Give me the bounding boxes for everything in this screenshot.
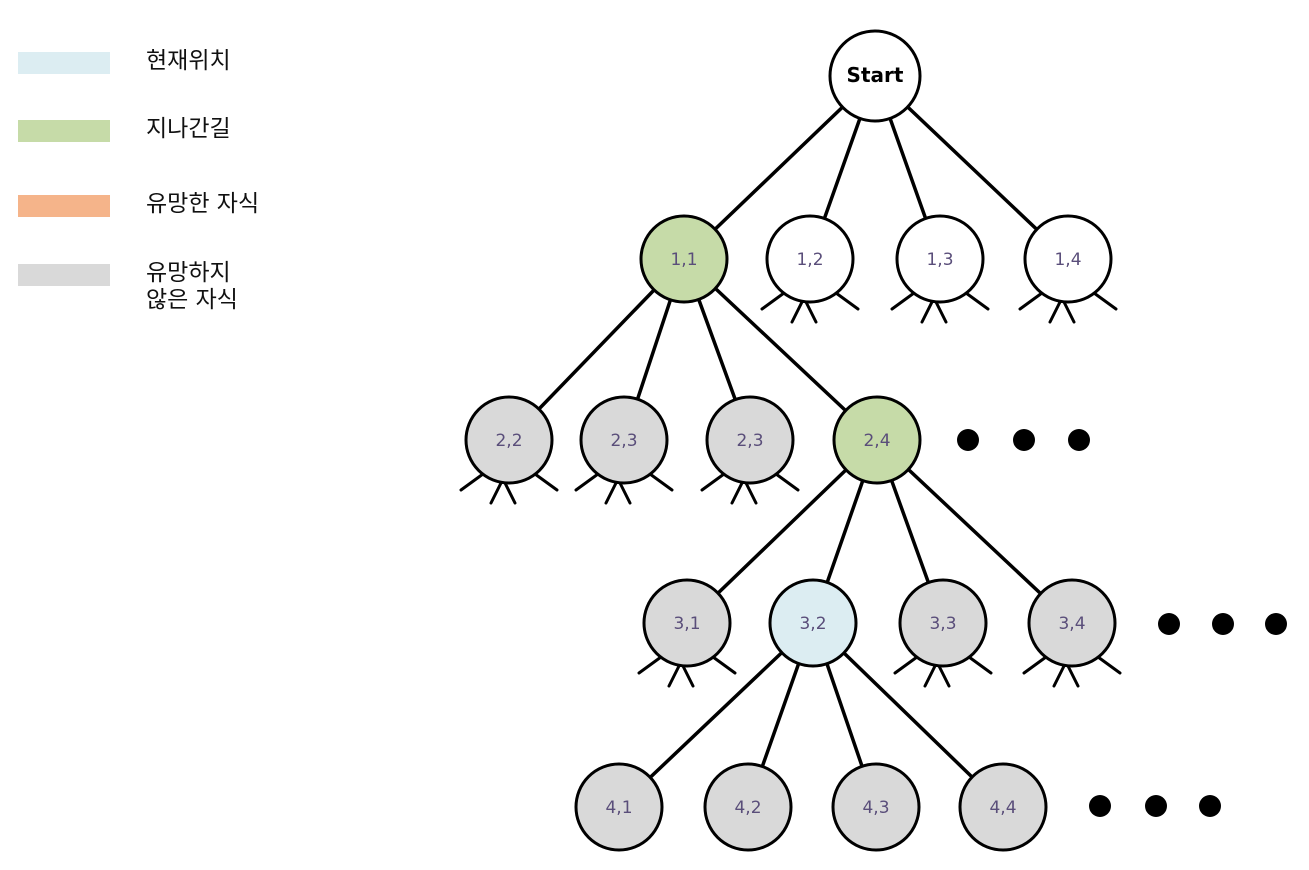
child-stub — [637, 655, 663, 675]
tree-node-n2_3a: 2,3 — [579, 395, 669, 485]
tree-node-n1_3: 1,3 — [895, 214, 985, 304]
tree-node-n2_4: 2,4 — [832, 395, 922, 485]
legend-label-promising: 유망한 자식 — [146, 191, 260, 217]
child-stub — [711, 655, 737, 675]
child-stub — [648, 472, 674, 492]
legend-swatch-promising — [18, 195, 110, 217]
child-stub — [890, 291, 916, 311]
node-circle — [574, 762, 664, 852]
node-label: 3,2 — [799, 614, 826, 634]
child-stub — [760, 291, 786, 311]
child-stub — [574, 472, 600, 492]
tree-edge — [875, 438, 1074, 625]
tree-node-n2_3b: 2,3 — [705, 395, 795, 485]
node-label: 2,3 — [610, 431, 637, 451]
child-stub — [834, 291, 860, 311]
child-stub — [893, 655, 919, 675]
node-label: 3,1 — [673, 614, 700, 634]
tree-node-n1_4: 1,4 — [1023, 214, 1113, 304]
node-label: 2,4 — [863, 431, 890, 451]
node-circle — [1023, 214, 1113, 304]
node-label: 1,4 — [1054, 250, 1081, 270]
legend-label-not-promising: 유망하지 않은 자식 — [146, 260, 238, 313]
tree-node-n1_1: 1,1 — [639, 214, 729, 304]
node-label: 4,4 — [989, 798, 1016, 818]
node-label: 4,2 — [734, 798, 761, 818]
ellipsis-dot — [1199, 795, 1221, 817]
legend-swatch-visited — [18, 120, 110, 142]
node-circle — [639, 214, 729, 304]
node-label: 4,3 — [862, 798, 889, 818]
child-stub — [1092, 291, 1118, 311]
ellipsis-dot — [1089, 795, 1111, 817]
legend-label-current: 현재위치 — [146, 48, 231, 74]
tree-node-n3_2: 3,2 — [768, 578, 858, 668]
tree-node-n3_1: 3,1 — [642, 578, 732, 668]
node-label: 1,2 — [796, 250, 823, 270]
tree-node-n4_2: 4,2 — [703, 762, 793, 852]
node-label: 1,1 — [670, 250, 697, 270]
node-circle — [895, 214, 985, 304]
node-circle — [831, 762, 921, 852]
node-label: 3,4 — [1058, 614, 1085, 634]
node-label: 4,1 — [605, 798, 632, 818]
child-stub — [700, 472, 726, 492]
node-circle — [768, 578, 858, 668]
tree-continuation-dots — [957, 429, 1287, 817]
tree-node-n3_4: 3,4 — [1027, 578, 1117, 668]
child-stub — [1022, 655, 1048, 675]
tree-node-n3_3: 3,3 — [898, 578, 988, 668]
ellipsis-dot — [1212, 613, 1234, 635]
tree-node-n1_2: 1,2 — [765, 214, 855, 304]
child-stub — [459, 472, 485, 492]
child-stub — [967, 655, 993, 675]
legend-swatch-current — [18, 52, 110, 74]
node-circle — [898, 578, 988, 668]
node-circle — [828, 29, 922, 123]
ellipsis-dot — [957, 429, 979, 451]
tree-node-start: Start — [828, 29, 922, 123]
node-circle — [765, 214, 855, 304]
tree-node-n4_4: 4,4 — [958, 762, 1048, 852]
ellipsis-dot — [1145, 795, 1167, 817]
node-label: 3,3 — [929, 614, 956, 634]
legend-label-visited: 지나간길 — [146, 116, 231, 142]
node-circle — [579, 395, 669, 485]
legend-swatch-not-promising — [18, 264, 110, 286]
ellipsis-dot — [1158, 613, 1180, 635]
tree-node-n4_3: 4,3 — [831, 762, 921, 852]
ellipsis-dot — [1068, 429, 1090, 451]
child-stub — [774, 472, 800, 492]
node-label: Start — [847, 63, 904, 87]
child-stub — [964, 291, 990, 311]
node-label: 2,3 — [736, 431, 763, 451]
node-label: 2,2 — [495, 431, 522, 451]
node-circle — [464, 395, 554, 485]
node-label: 1,3 — [926, 250, 953, 270]
node-circle — [642, 578, 732, 668]
node-circle — [832, 395, 922, 485]
node-circle — [703, 762, 793, 852]
child-stub — [1018, 291, 1044, 311]
node-circle — [958, 762, 1048, 852]
ellipsis-dot — [1265, 613, 1287, 635]
node-circle — [1027, 578, 1117, 668]
node-circle — [705, 395, 795, 485]
tree-node-n4_1: 4,1 — [574, 762, 664, 852]
child-stub — [1096, 655, 1122, 675]
tree-nodes: Start 1,1 1,2 1,3 1,4 2,2 2,3 2,3 2,4 3,1 3,2 3,3 3,… — [464, 29, 1117, 852]
ellipsis-dot — [1013, 429, 1035, 451]
child-stub — [533, 472, 559, 492]
tree-node-n2_2: 2,2 — [464, 395, 554, 485]
tree-edge — [617, 621, 815, 809]
